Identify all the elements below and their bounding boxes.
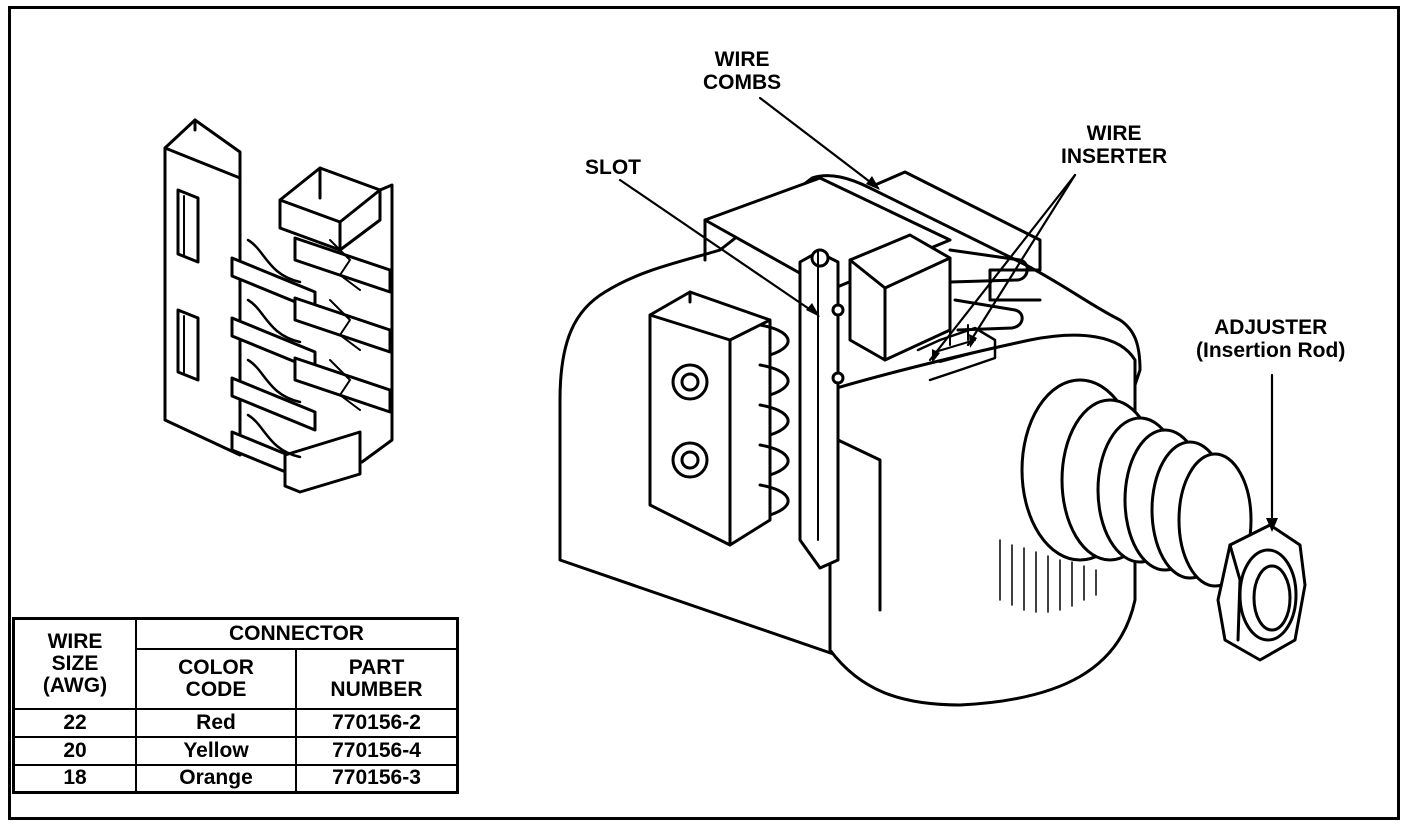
callout-slot: SLOT: [585, 156, 641, 179]
table-row: 20 Yellow 770156-4: [12, 735, 459, 766]
header-wire-size-line3: (AWG): [42, 673, 108, 697]
insertion-tool-illustration: [558, 170, 1307, 707]
header-color-code: COLOR CODE: [135, 647, 297, 710]
header-wire-size-line1: WIRE: [47, 629, 103, 653]
callout-adjuster-line2: (Insertion Rod): [1196, 339, 1346, 362]
callout-adjuster: ADJUSTER (Insertion Rod): [1196, 316, 1345, 362]
callout-slot-line1: SLOT: [585, 156, 641, 179]
cell-part: 770156-2: [295, 707, 459, 738]
callout-wire-inserter: WIRE INSERTER: [1061, 122, 1167, 168]
header-part-number-line2: NUMBER: [330, 677, 423, 701]
cell-awg: 18: [12, 763, 137, 794]
header-color-code-line2: CODE: [185, 677, 247, 701]
cell-color: Orange: [135, 763, 297, 794]
callout-wire-combs-line1: WIRE: [714, 48, 770, 71]
header-connector: CONNECTOR: [135, 617, 459, 650]
table-header-row: WIRE SIZE (AWG) CONNECTOR: [12, 617, 459, 710]
callout-wire-inserter-line1: WIRE: [1086, 122, 1142, 145]
callout-adjuster-line1: ADJUSTER: [1214, 316, 1328, 339]
wire-connector-table: WIRE SIZE (AWG) CONNECTOR COLOR CODE PAR…: [12, 617, 459, 794]
figure-border: [8, 6, 1400, 820]
header-wire-size: WIRE SIZE (AWG): [12, 617, 137, 710]
leader-lines: [618, 96, 1274, 530]
cell-part: 770156-3: [295, 763, 459, 794]
header-wire-size-line2: SIZE: [51, 651, 99, 675]
cell-color: Yellow: [135, 735, 297, 766]
header-part-number: PART NUMBER: [295, 647, 459, 710]
header-color-code-line1: COLOR: [178, 655, 254, 679]
callout-wire-inserter-line2: INSERTER: [1061, 145, 1168, 168]
header-part-number-line1: PART: [348, 655, 405, 679]
cell-awg: 22: [12, 707, 137, 738]
callout-wire-combs-line2: COMBS: [703, 71, 782, 94]
connector-illustration: [163, 118, 394, 494]
table-row: 18 Orange 770156-3: [12, 763, 459, 794]
table-subheader-row: COLOR CODE PART NUMBER: [14, 647, 459, 710]
callout-wire-combs: WIRE COMBS: [703, 48, 781, 94]
cell-awg: 20: [12, 735, 137, 766]
table-row: 22 Red 770156-2: [12, 707, 459, 738]
cell-color: Red: [135, 707, 297, 738]
cell-part: 770156-4: [295, 735, 459, 766]
